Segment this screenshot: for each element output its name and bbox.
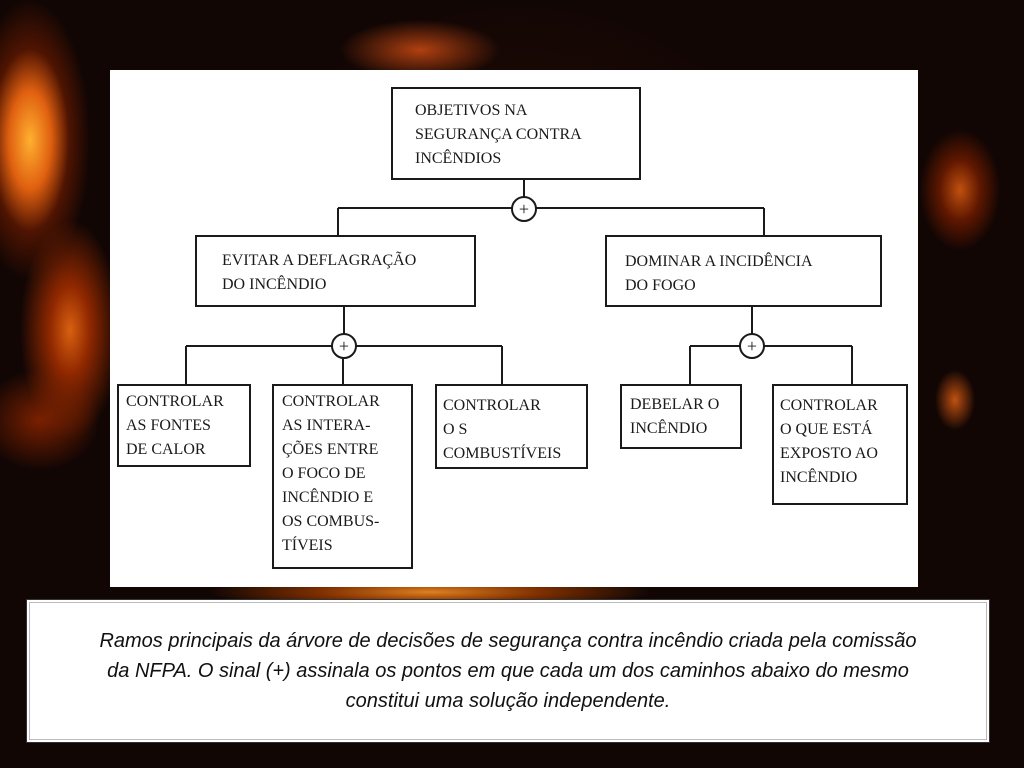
junction-3: +	[739, 333, 765, 359]
junction-3-symbol: +	[747, 336, 757, 356]
caption-text: Ramos principais da árvore de decisões d…	[99, 630, 917, 712]
branch-node-prevent-ignition: EVITAR A DEFLAGRAÇÃO DO INCÊNDIO	[195, 235, 476, 307]
caption-box: Ramos principais da árvore de decisões d…	[26, 599, 990, 743]
junction-2-symbol: +	[339, 336, 349, 356]
branch-node-control-fire: DOMINAR A INCIDÊNCIA DO FOGO	[605, 235, 882, 307]
junction-1-symbol: +	[519, 199, 529, 219]
diagram-connectors: + + +	[185, 179, 853, 384]
leaf-node-heat-sources: CONTROLAR AS FONTES DE CALOR	[117, 384, 251, 467]
leaf-node-exposed: CONTROLAR O QUE ESTÁ EXPOSTO AO INCÊNDIO	[772, 384, 908, 505]
root-node: OBJETIVOS NA SEGURANÇA CONTRA INCÊNDIOS	[391, 87, 641, 180]
junction-1: +	[511, 196, 537, 222]
leaf-node-extinguish: DEBELAR O INCÊNDIO	[620, 384, 742, 449]
junction-2: +	[331, 333, 357, 359]
leaf-node-fuels: CONTROLAR O S COMBUSTÍVEIS	[435, 384, 588, 469]
leaf-node-interactions: CONTROLAR AS INTERA- ÇÕES ENTRE O FOCO D…	[272, 384, 413, 569]
diagram-panel: + + + OBJETIVOS NA SEGURANÇA CONTRA INCÊ…	[110, 70, 918, 587]
